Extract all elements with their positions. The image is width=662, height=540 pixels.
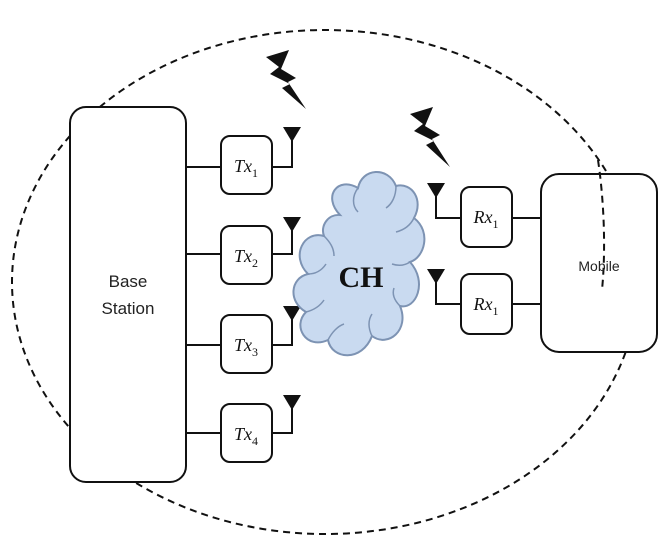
transmitter-chain-4: Tx4 [186,395,301,463]
coverage-boundary-overlap [597,159,606,291]
tx-block-1 [220,135,273,195]
antenna-icon [283,217,301,232]
lightning-bolt-icon [410,107,450,167]
base-station-block [69,106,187,483]
tx-label-2: Tx2 [234,246,258,270]
channel-label: CH [339,261,384,294]
lightning-bolt-icon [266,50,306,109]
antenna-icon [283,306,301,321]
base-station-label-line1: Base [109,272,148,291]
tx-label-1: Tx1 [234,156,258,180]
tx-label-3: Tx3 [234,335,258,359]
transmitter-chain-2: Tx2 [186,217,301,285]
receiver-chain-2: Rx1 [427,269,541,335]
mobile-label: Mobile [578,258,619,274]
base-station-label-line2: Station [102,299,155,318]
antenna-icon [427,269,445,284]
transmitter-chain-1: Tx1 [186,127,301,195]
antenna-icon [283,395,301,410]
channel-cloud: CH [292,171,426,357]
tx-label-4: Tx4 [234,424,258,448]
transmitter-chain-3: Tx3 [186,306,301,374]
antenna-icon [427,183,445,198]
receiver-chain-1: Rx1 [427,183,541,248]
antenna-icon [283,127,301,142]
rx-label-2: Rx1 [473,294,499,318]
rx-label-1: Rx1 [473,207,499,231]
